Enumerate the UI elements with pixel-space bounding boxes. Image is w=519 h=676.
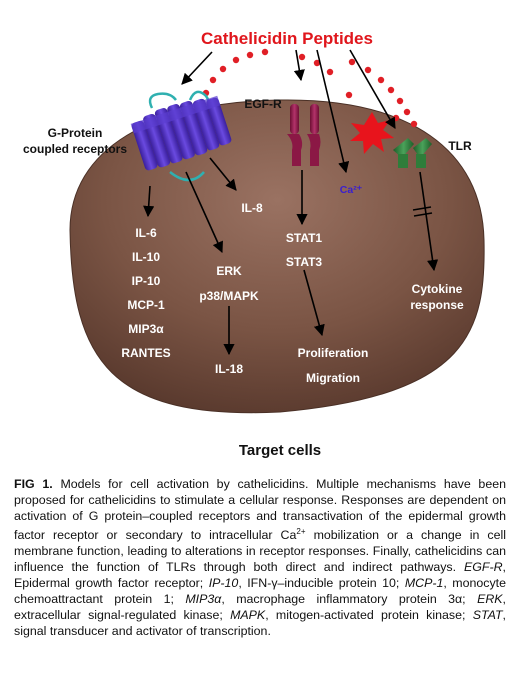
pathway-arrows <box>143 49 439 356</box>
abbr-definition: , signal transducer and activator of tra… <box>14 608 506 639</box>
caption-body: Models for cell activation by cathelicid… <box>14 477 506 543</box>
gpcr-output-mip3a: MIP3α <box>128 322 164 336</box>
cell-activation-diagram: Cathelicidin Peptides <box>23 29 485 459</box>
abbr-definition: , macrophage inflammatory protein 3α; <box>221 592 478 607</box>
caption-body-cont: mobilization or a change in cell membran… <box>14 528 506 575</box>
migration-label: Migration <box>306 371 360 385</box>
abbr-term: IP-10 <box>208 576 239 591</box>
figure-caption: FIG 1. Models for cell activation by cat… <box>14 476 506 639</box>
calcium-label: Ca²⁺ <box>340 184 363 196</box>
gpcr-output-ip10: IP-10 <box>132 274 161 288</box>
tlr-receptor <box>393 138 432 168</box>
abbr-definition: , extracellular signal-regulated kinase; <box>14 592 506 623</box>
gpcr-output-il10: IL-10 <box>132 250 160 264</box>
abbr-term: MIP3α <box>185 592 222 607</box>
gpcr-label-line2: coupled receptors <box>23 142 127 156</box>
il8-label: IL-8 <box>241 201 263 215</box>
caption-fig-label: FIG 1. <box>14 477 53 491</box>
gpcr-label-line1: G-Protein <box>48 126 103 140</box>
response-label: response <box>410 298 464 312</box>
erk-label: ERK <box>216 264 242 278</box>
tlr-label: TLR <box>448 139 472 153</box>
abbr-definition: , monocyte chemoattractant protein 1; <box>14 576 506 607</box>
abbr-term: MAPK <box>230 608 266 623</box>
caption-superscript: 2+ <box>296 527 306 536</box>
gpcr-output-il6: IL-6 <box>135 226 157 240</box>
stat1-label: STAT1 <box>286 231 323 245</box>
abbr-term: EGF-R <box>464 560 503 575</box>
egfr-receptor <box>287 104 321 166</box>
abbr-term: MCP-1 <box>404 576 444 591</box>
cytokine-label: Cytokine <box>412 282 463 296</box>
target-cells-label: Target cells <box>239 442 321 459</box>
gpcr-receptor <box>130 90 232 182</box>
gpcr-output-mcp1: MCP-1 <box>127 298 165 312</box>
p38-mapk-label: p38/MAPK <box>199 289 259 303</box>
il18-label: IL-18 <box>215 362 243 376</box>
abbr-definition: , Epidermal growth factor receptor; <box>14 560 506 591</box>
proliferation-label: Proliferation <box>298 346 369 360</box>
egfr-label: EGF-R <box>244 97 282 111</box>
membrane-disruption-burst <box>350 112 394 154</box>
stat3-label: STAT3 <box>286 255 323 269</box>
abbr-term: STAT <box>472 608 503 623</box>
title-label: Cathelicidin Peptides <box>201 29 373 48</box>
abbr-definition: , IFN-γ–inducible protein 10; <box>238 576 405 591</box>
gpcr-output-rantes: RANTES <box>121 346 170 360</box>
abbr-term: ERK <box>477 592 503 607</box>
caption-abbreviations: EGF-R, Epidermal growth factor receptor;… <box>14 560 506 638</box>
abbr-definition: , mitogen-activated protein kinase; <box>265 608 473 623</box>
